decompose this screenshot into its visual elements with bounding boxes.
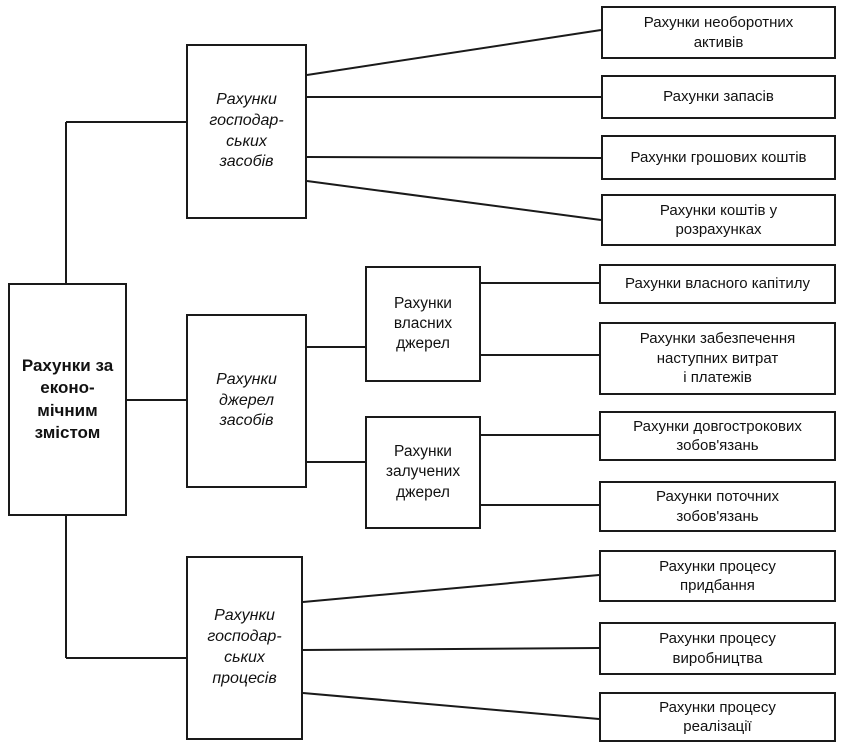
- leaf-node-acquisition-process: Рахунки процесу придбання: [599, 550, 836, 602]
- connector-group-3-leaf-11: [302, 692, 600, 720]
- root-node: Рахунки за еконо- мічним змістом: [8, 283, 127, 516]
- connector-group-1-leaf-4: [306, 180, 602, 221]
- connector-group-3-leaf-9: [302, 574, 600, 603]
- group-node-sources-of-assets: Рахунки джерел засобів: [186, 314, 307, 488]
- connector-group-3-leaf-10: [302, 647, 600, 651]
- leaf-node-long-term-liabilities: Рахунки довгострокових зобов'язань: [599, 411, 836, 461]
- leaf-node-noncurrent-assets: Рахунки необоротних активів: [601, 6, 836, 59]
- leaf-node-inventory: Рахунки запасів: [601, 75, 836, 119]
- subgroup-node-own-sources: Рахунки власних джерел: [365, 266, 481, 382]
- leaf-node-cash: Рахунки грошових коштів: [601, 135, 836, 180]
- leaf-node-production-process: Рахунки процесу виробництва: [599, 622, 836, 675]
- group-node-economic-processes: Рахунки господар- ських процесів: [186, 556, 303, 740]
- leaf-node-receivables: Рахунки коштів у розрахунках: [601, 194, 836, 246]
- connector-group-1-leaf-1: [306, 29, 602, 76]
- leaf-node-provisions: Рахунки забезпечення наступних витрат і …: [599, 322, 836, 395]
- leaf-node-equity: Рахунки власного капітилу: [599, 264, 836, 304]
- group-node-economic-assets: Рахунки господар- ських засобів: [186, 44, 307, 219]
- connector-group-1-leaf-3: [306, 156, 602, 159]
- leaf-node-current-liabilities: Рахунки поточних зобов'язань: [599, 481, 836, 532]
- subgroup-node-borrowed-sources: Рахунки залучених джерел: [365, 416, 481, 529]
- leaf-node-sales-process: Рахунки процесу реалізації: [599, 692, 836, 742]
